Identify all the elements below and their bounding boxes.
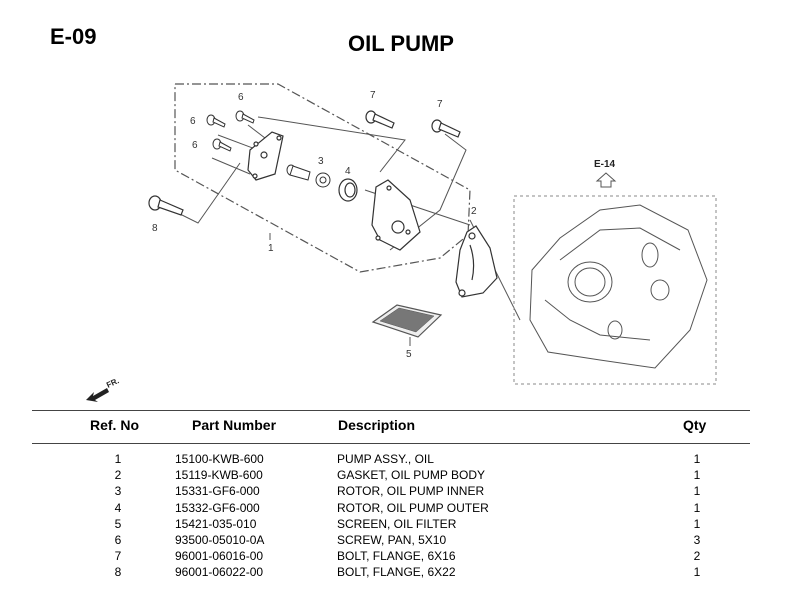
table-header-rule [32,443,750,444]
front-indicator: FR. [105,376,120,390]
callout-4: 4 [345,166,351,177]
pump-cover-part [247,131,284,181]
bolt-8-part [148,195,184,216]
cell-description: BOLT, FLANGE, 6X22 [337,565,456,580]
cell-ref: 1 [114,452,122,466]
callout-8: 8 [152,223,158,234]
cell-description: BOLT, FLANGE, 6X16 [337,549,456,564]
table-top-rule [32,410,750,411]
cell-qty: 1 [693,565,701,580]
assembly-outline [174,83,471,273]
section-code: E-09 [50,24,97,49]
gasket-part [455,225,498,298]
callout-7b: 7 [437,99,443,110]
callout-2: 2 [471,206,477,217]
table-row: 4 15332-GF6-000 ROTOR, OIL PUMP OUTER 1 [0,501,800,517]
header-description: Description [338,417,416,433]
callout-7a: 7 [370,90,376,101]
cell-part-number: 15421-035-010 [175,516,257,531]
cell-description: ROTOR, OIL PUMP OUTER [337,500,489,515]
cell-ref: 5 [114,516,122,531]
header-qty: Qty [683,417,707,433]
cell-qty: 3 [693,532,701,547]
pump-body-part [371,179,421,251]
table-row: 6 93500-05010-0A SCREW, PAN, 5X10 3 [0,533,800,549]
oil-screen-part [371,304,443,346]
cell-ref: 6 [114,532,122,547]
bolt-7-parts [365,110,461,138]
table-row: 8 96001-06022-00 BOLT, FLANGE, 6X22 1 [0,565,800,581]
cell-description: GASKET, OIL PUMP BODY [337,468,486,483]
cell-qty: 1 [693,452,701,466]
cell-part-number: 15332-GF6-000 [175,500,260,515]
pump-shaft-part [286,164,311,181]
page-title: OIL PUMP [0,31,800,57]
cell-ref: 2 [114,468,122,483]
callout-6a: 6 [238,92,244,103]
table-header: Ref. No Part Number Description Qty [0,417,800,437]
screw-6-parts [206,110,255,152]
cell-ref: 7 [114,549,122,564]
cell-qty: 2 [693,549,701,564]
cell-description: SCREW, PAN, 5X10 [337,532,447,547]
cell-part-number: 15119-KWB-600 [175,468,263,483]
cell-part-number: 96001-06016-00 [175,549,264,564]
header-ref-no: Ref. No [90,417,139,433]
page-title-text: OIL PUMP [348,31,454,56]
front-arrow-icon [86,388,109,402]
callout-6b: 6 [190,116,196,127]
table-row: 5 15421-035-010 SCREEN, OIL FILTER 1 [0,517,800,533]
cell-part-number: 15100-KWB-600 [175,452,264,466]
table-row: 2 15119-KWB-600 GASKET, OIL PUMP BODY 1 [0,468,800,484]
inner-rotor-part [315,172,331,188]
cell-qty: 1 [693,516,701,531]
crankcase-part [529,204,708,369]
up-arrow-icon[interactable] [595,172,617,188]
exploded-parts-diagram: 1 2 3 4 5 6 6 6 7 7 8 E-14 FR. [86,83,717,402]
cell-description: PUMP ASSY., OIL [337,452,434,466]
cell-ref: 8 [114,565,122,580]
cell-ref: 4 [114,500,122,515]
cell-description: SCREEN, OIL FILTER [337,516,457,531]
table-row: 7 96001-06016-00 BOLT, FLANGE, 6X16 2 [0,549,800,565]
callout-6c: 6 [192,140,198,151]
cell-description: ROTOR, OIL PUMP INNER [337,484,485,499]
cell-qty: 1 [693,468,701,483]
table-row: 3 15331-GF6-000 ROTOR, OIL PUMP INNER 1 [0,484,800,500]
cell-part-number: 96001-06022-00 [175,565,264,580]
header-part-number: Part Number [192,417,277,433]
crankcase-reference-box [513,195,717,385]
table-row: 1 15100-KWB-600 PUMP ASSY., OIL 1 [0,452,800,468]
cell-part-number: 15331-GF6-000 [175,484,260,499]
reference-label[interactable]: E-14 [594,159,616,170]
cell-qty: 1 [693,484,701,499]
callout-1: 1 [268,243,274,254]
callout-3: 3 [318,156,324,167]
cell-part-number: 93500-05010-0A [175,532,265,547]
cell-ref: 3 [114,484,122,499]
outer-rotor-part [338,178,358,202]
cell-qty: 1 [693,500,701,515]
callout-5: 5 [406,349,412,360]
parts-table-body: 1 15100-KWB-600 PUMP ASSY., OIL 1 2 1511… [0,452,800,582]
